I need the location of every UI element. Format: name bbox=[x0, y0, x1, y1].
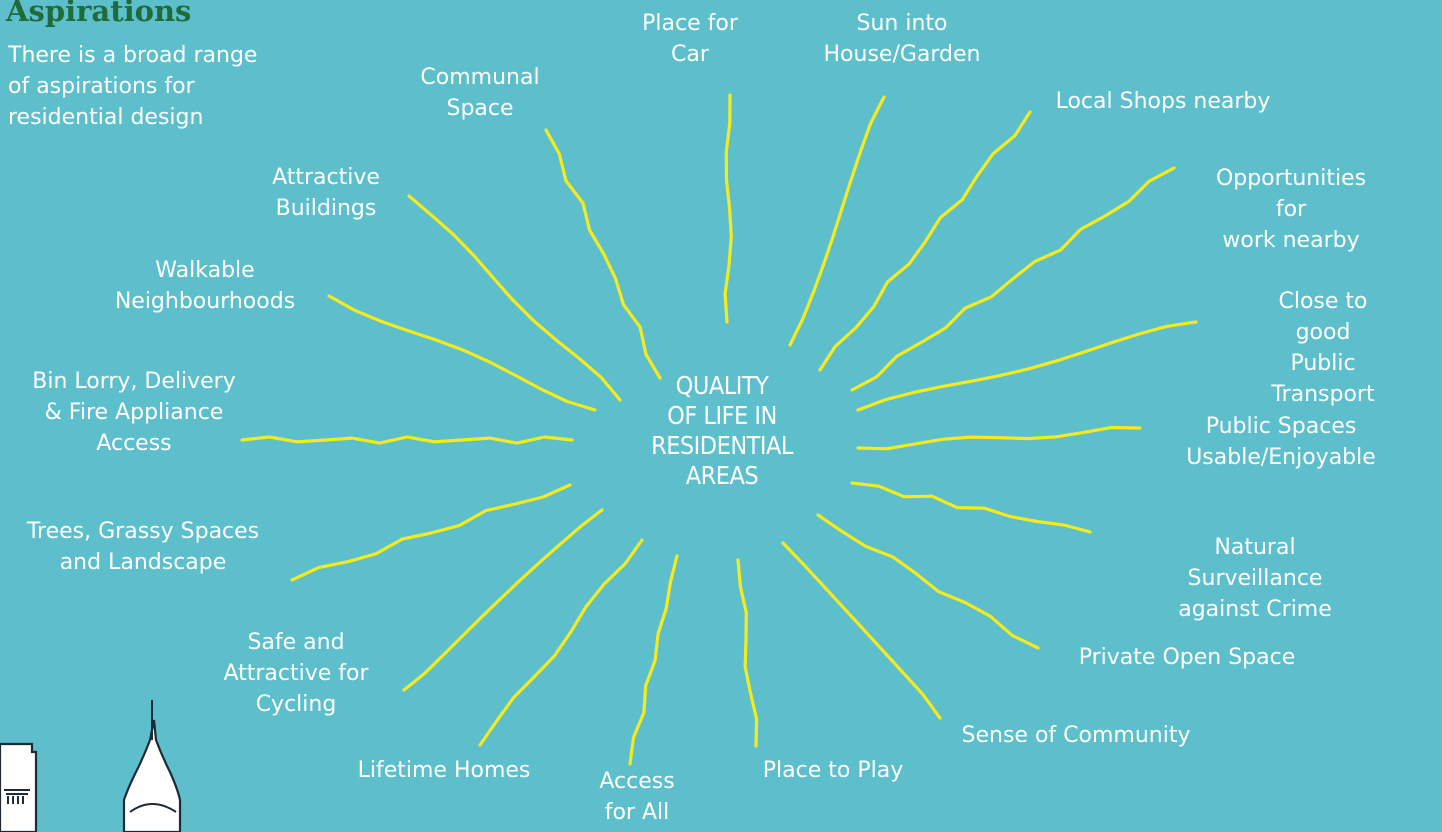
aspiration-label: Bin Lorry, Delivery & Fire Appliance Acc… bbox=[32, 369, 236, 456]
ray-line bbox=[736, 558, 759, 748]
ray-line bbox=[781, 541, 942, 720]
dome-sketch-icon bbox=[122, 700, 182, 832]
aspiration-label: Place to Play bbox=[762, 758, 904, 783]
aspiration-label: Natural Surveillance against Crime bbox=[1178, 535, 1332, 622]
ray-line bbox=[723, 93, 733, 324]
aspiration-label: Access for All bbox=[599, 769, 675, 825]
ray-line bbox=[788, 95, 886, 347]
ray-line bbox=[850, 166, 1176, 392]
center-title: QUALITY OF LIFE IN RESIDENTIAL AREAS bbox=[651, 371, 793, 490]
aspiration-label: Attractive Buildings bbox=[272, 165, 380, 221]
aspiration-label: Sun into House/Garden bbox=[823, 11, 981, 67]
aspiration-label: Local Shops nearby bbox=[1055, 89, 1271, 114]
ray-line bbox=[402, 508, 604, 692]
intro-text: There is a broad range of aspirations fo… bbox=[8, 43, 258, 130]
aspiration-label: Place for Car bbox=[642, 11, 738, 67]
ray-line bbox=[407, 194, 622, 402]
ray-line bbox=[290, 483, 572, 582]
aspiration-label: Walkable Neighbourhoods bbox=[114, 258, 296, 314]
ray-line bbox=[628, 554, 679, 766]
ray-line bbox=[818, 110, 1032, 372]
ray-line bbox=[856, 425, 1142, 451]
aspiration-label: Communal Space bbox=[420, 65, 540, 121]
heading: Aspirations bbox=[6, 0, 192, 28]
ray-line bbox=[327, 294, 597, 412]
aspiration-label: Trees, Grassy Spaces and Landscape bbox=[26, 519, 260, 575]
ray-line bbox=[816, 513, 1040, 650]
ray-line bbox=[240, 435, 574, 445]
aspiration-label: Safe and Attractive for Cycling bbox=[223, 630, 369, 717]
aspiration-label: Opportunities for work nearby bbox=[1215, 166, 1367, 253]
aspiration-label: Public Spaces Usable/Enjoyable bbox=[1186, 414, 1376, 470]
aspiration-label: Sense of Community bbox=[961, 723, 1191, 748]
ray-line bbox=[850, 481, 1092, 534]
ray-line bbox=[478, 538, 644, 747]
aspiration-label: Lifetime Homes bbox=[357, 758, 531, 783]
ray-line bbox=[856, 320, 1198, 412]
building-sketch-icon bbox=[0, 742, 38, 832]
aspiration-label: Close to good Public Transport bbox=[1271, 289, 1375, 407]
ray-line bbox=[544, 128, 662, 380]
aspiration-label: Private Open Space bbox=[1078, 645, 1296, 670]
